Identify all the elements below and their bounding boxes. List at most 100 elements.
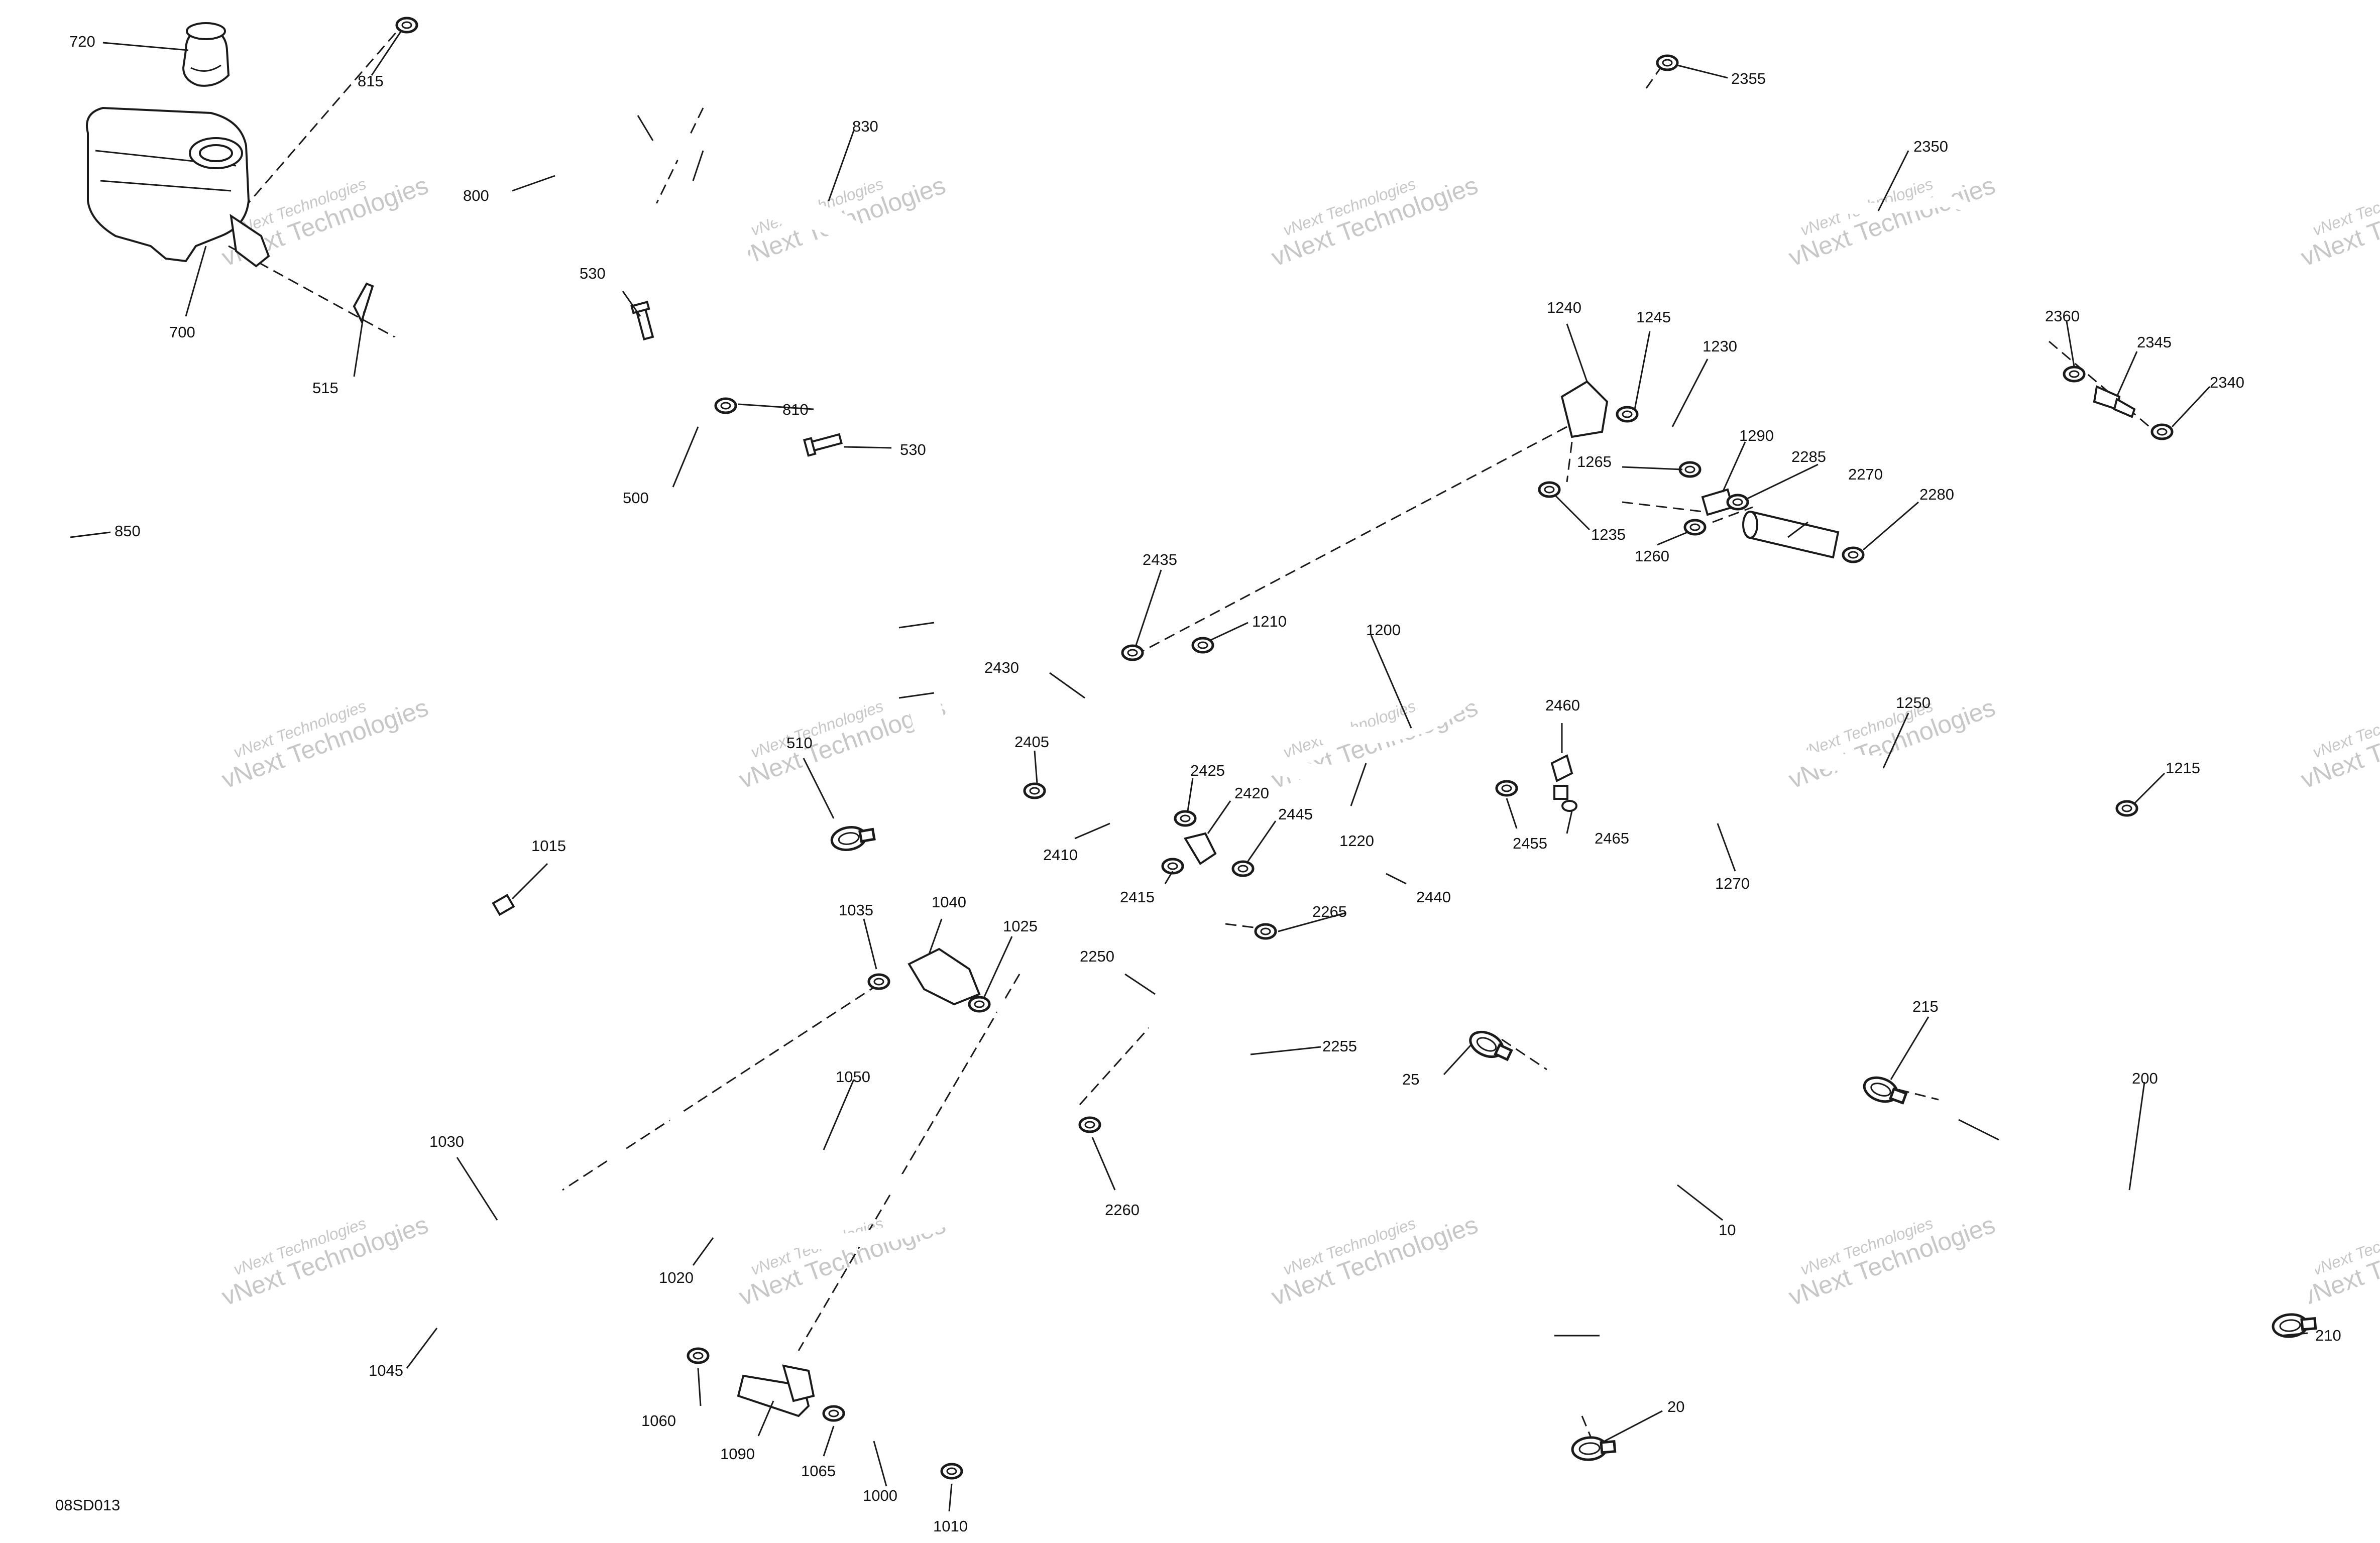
part-2255-coolant-hose	[1179, 968, 1257, 1143]
part-2465-cap	[1561, 800, 1577, 812]
part-530-bolt	[803, 430, 844, 457]
part-1040-tee-fitting	[908, 947, 981, 1006]
callout-1260: 1260	[1635, 547, 1669, 565]
part-830-coolant-hose	[519, 22, 877, 319]
callout-1220: 1220	[1339, 832, 1374, 850]
part-1060-hose-clamp	[688, 1349, 708, 1363]
part-1245-hose-clamp	[1617, 407, 1637, 421]
callout-2350: 2350	[1913, 138, 1948, 155]
part-2350-coolant-hose	[1628, 90, 2055, 357]
callout-810: 810	[782, 401, 809, 418]
callout-1015: 1015	[531, 837, 566, 855]
part-2420-tee-fitting	[1183, 832, 1217, 865]
part-530-bolt	[630, 301, 657, 341]
callout-20: 20	[1667, 1398, 1684, 1415]
part-2455-hose-clamp	[1497, 781, 1517, 795]
callout-1040: 1040	[932, 893, 966, 911]
callout-1265: 1265	[1577, 453, 1612, 470]
part-1200-coolant-hose	[1207, 489, 1555, 744]
callout-2405: 2405	[1014, 733, 1049, 751]
callout-1290: 1290	[1739, 427, 1774, 444]
callout-2425: 2425	[1190, 762, 1225, 779]
part-1260-hose-clamp	[1685, 520, 1705, 534]
callout-1090: 1090	[720, 1445, 755, 1463]
diagram-code-label: 08SD013	[55, 1496, 120, 1514]
callout-1200: 1200	[1366, 621, 1401, 639]
callout-530: 530	[900, 441, 926, 458]
callout-2420: 2420	[1234, 784, 1269, 802]
callout-515: 515	[312, 379, 338, 397]
callout-1230: 1230	[1703, 337, 1737, 355]
part-2280-hose-clamp	[1843, 548, 1863, 562]
callout-1035: 1035	[839, 901, 873, 919]
callout-2255: 2255	[1322, 1037, 1357, 1055]
part-800-coolant-hose	[441, 44, 780, 398]
part-2340-cap	[2152, 425, 2172, 439]
callout-2285: 2285	[1791, 448, 1826, 465]
callout-500: 500	[623, 489, 649, 507]
callout-850: 850	[115, 522, 141, 540]
part-515-gasket	[353, 282, 374, 324]
part-1020-coolant-hose	[535, 1072, 1027, 1250]
part-2410-coolant-hose	[1055, 793, 1165, 853]
callout-2355: 2355	[1731, 70, 1766, 87]
part-2425-hose-clamp	[1175, 811, 1195, 825]
part-1235-hose-clamp	[1539, 483, 1559, 497]
callout-1025: 1025	[1003, 917, 1038, 935]
callout-2440: 2440	[1416, 888, 1451, 906]
callout-2250: 2250	[1080, 947, 1114, 965]
callout-1250: 1250	[1896, 694, 1931, 711]
part-510-hose-clamp	[830, 823, 875, 853]
part-2435-hose-clamp	[1122, 646, 1143, 660]
callout-2410: 2410	[1043, 846, 1078, 864]
callout-2345: 2345	[2137, 333, 2172, 351]
part-215-hose-clamp	[1861, 1074, 1908, 1109]
part-1010-hose-clamp	[942, 1464, 962, 1478]
callout-10: 10	[1719, 1221, 1736, 1239]
part-2260-hose-clamp	[1080, 1118, 1100, 1132]
callout-2445: 2445	[1278, 805, 1313, 823]
part-500-radiator-hose	[386, 332, 950, 819]
part-815-hose-clamp	[397, 18, 417, 32]
callout-1210: 1210	[1252, 613, 1287, 630]
part-700-coolant-reservoir	[86, 106, 270, 268]
callout-1065: 1065	[801, 1462, 836, 1480]
part-1000-coolant-hose	[854, 1411, 934, 1461]
part-1230-coolant-hose	[1636, 413, 1688, 476]
callout-1245: 1245	[1636, 308, 1671, 326]
callout-2435: 2435	[1143, 551, 1177, 568]
part-1050-coolant-hose	[519, 931, 1046, 1191]
part-200-coolant-pipe	[1920, 1106, 2325, 1329]
callout-2265: 2265	[1312, 903, 1347, 920]
part-2440-coolant-hose	[1251, 794, 1491, 883]
part-1215-hose-clamp	[2117, 801, 2137, 815]
part-2415-hose-clamp	[1163, 859, 1183, 873]
part-1065-hose-clamp	[824, 1406, 844, 1420]
callout-1030: 1030	[429, 1133, 464, 1150]
callout-700: 700	[169, 323, 195, 341]
callout-1235: 1235	[1591, 526, 1626, 543]
callout-2280: 2280	[1919, 486, 1954, 503]
callout-1045: 1045	[369, 1362, 403, 1379]
callout-2260: 2260	[1105, 1201, 1140, 1219]
callout-2460: 2460	[1545, 696, 1580, 714]
part-2445-hose-clamp	[1233, 862, 1253, 876]
part-1045-coolant-hose	[395, 1261, 557, 1385]
callout-200: 200	[2132, 1070, 2158, 1087]
callout-1010: 1010	[933, 1517, 968, 1535]
callout-1060: 1060	[641, 1412, 676, 1430]
callout-830: 830	[852, 117, 878, 135]
part-2265-hose-clamp	[1256, 924, 1276, 938]
callout-2360: 2360	[2045, 307, 2080, 325]
part-1270-coolant-hose	[1578, 599, 1977, 832]
callout-1270: 1270	[1715, 875, 1750, 892]
